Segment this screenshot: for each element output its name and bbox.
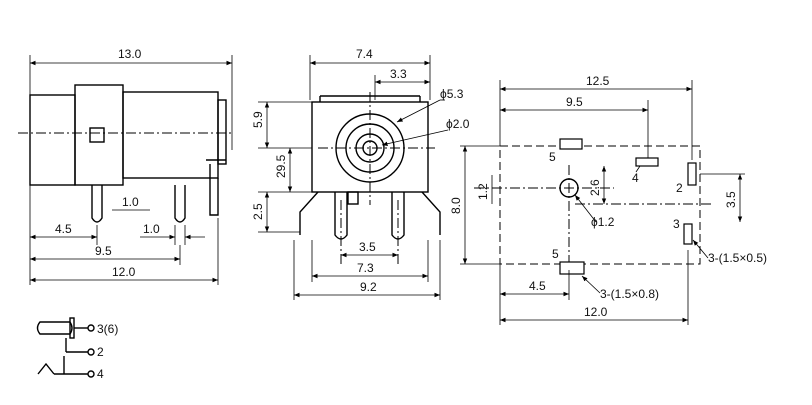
fp-dim-35: 3.5 xyxy=(724,191,738,208)
schem-pin-2: 2 xyxy=(97,345,104,359)
front-view: 7.4 3.3 ϕ5.3 ϕ2.0 5.9 29.5 2.5 xyxy=(251,47,470,300)
front-dim-295: 29.5 xyxy=(274,154,288,178)
fp-pad-5-bottom: 5 xyxy=(552,247,559,261)
side-view: 13.0 1.0 4.5 1.0 9.5 12 xyxy=(18,47,233,285)
front-dia-20: ϕ2.0 xyxy=(446,117,470,131)
fp-dim-26: 2.6 xyxy=(588,179,602,196)
fp-dim-95: 9.5 xyxy=(566,95,583,109)
side-dim-overall: 13.0 xyxy=(118,47,142,61)
side-dim-95: 9.5 xyxy=(95,244,112,258)
fp-dim-125: 12.5 xyxy=(586,74,610,88)
fp-dia-12: ϕ1.2 xyxy=(591,215,615,229)
side-dim-45: 4.5 xyxy=(55,222,72,236)
schem-pin-36: 3(6) xyxy=(97,322,118,336)
fp-pad-4: 4 xyxy=(632,171,639,185)
fp-dim-120: 12.0 xyxy=(584,305,608,319)
front-dim-92: 9.2 xyxy=(360,280,377,294)
fp-pad-5-top: 5 xyxy=(549,150,556,164)
fp-note-pads-small: 3-(1.5×0.5) xyxy=(708,251,767,265)
front-dim-35: 3.5 xyxy=(359,240,376,254)
fp-note-pads-big: 3-(1.5×0.8) xyxy=(600,287,659,301)
fp-dim-80: 8.0 xyxy=(449,197,463,214)
front-dim-74: 7.4 xyxy=(356,47,373,61)
schematic: 3(6) 2 4 xyxy=(36,317,118,381)
front-dim-25: 2.5 xyxy=(251,203,265,220)
front-dim-33: 3.3 xyxy=(390,67,407,81)
front-dia-53: ϕ5.3 xyxy=(440,87,464,101)
front-dim-59: 5.9 xyxy=(251,111,265,128)
side-dim-tab: 1.0 xyxy=(122,195,139,209)
side-dim-120: 12.0 xyxy=(112,265,136,279)
fp-dim-45: 4.5 xyxy=(529,279,546,293)
fp-pad-2: 2 xyxy=(676,181,683,195)
footprint: 12.5 9.5 5 4 2 8.0 1.2 2.6 3. xyxy=(449,74,767,325)
fp-pad-3: 3 xyxy=(673,217,680,231)
fp-dim-12: 1.2 xyxy=(476,183,490,200)
front-dim-73: 7.3 xyxy=(357,261,374,275)
schem-pin-4: 4 xyxy=(97,367,104,381)
side-dim-10: 1.0 xyxy=(143,222,160,236)
